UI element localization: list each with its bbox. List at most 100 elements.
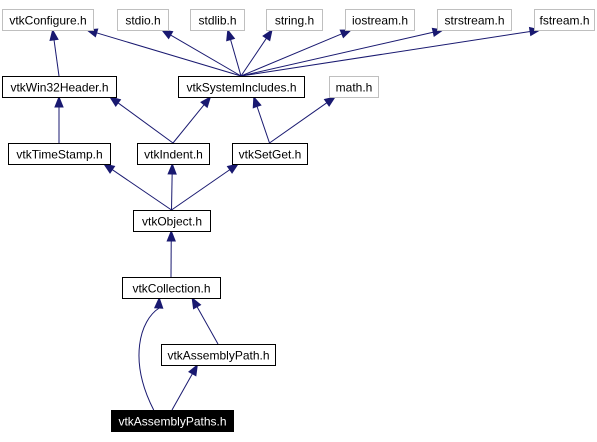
edge-vtkIndent-to-vtkWin32Header <box>108 96 174 144</box>
edge-line <box>172 103 206 144</box>
node-stdio: stdio.h <box>117 9 169 31</box>
edge-arrowhead <box>226 28 236 42</box>
edge-arrowhead <box>49 28 59 42</box>
edge-line <box>169 34 242 77</box>
edge-line <box>53 38 60 77</box>
edge-vtkSetGet-to-math <box>269 96 337 144</box>
edge-line <box>240 30 532 77</box>
edge-line <box>171 172 173 211</box>
edge-vtkSystemIncludes-to-string <box>240 28 273 77</box>
edge-arrowhead <box>102 163 116 174</box>
node-vtkWin32Header[interactable]: vtkWin32Header.h <box>2 76 117 98</box>
node-label: vtkSetGet.h <box>239 148 302 162</box>
edge-arrowhead <box>153 296 164 309</box>
edge-vtkObject-to-vtkSetGet <box>171 163 240 211</box>
node-label: stdio.h <box>125 14 160 28</box>
edge-vtkSetGet-to-vtkSystemIncludes <box>252 95 270 144</box>
node-label: math.h <box>336 81 373 95</box>
node-vtkSystemIncludes[interactable]: vtkSystemIncludes.h <box>178 76 305 98</box>
edge-line <box>196 305 219 345</box>
edge-arrowhead <box>323 96 337 107</box>
node-vtkAssemblyPaths[interactable]: vtkAssemblyPaths.h <box>111 410 234 432</box>
edge-line <box>229 38 242 77</box>
node-box <box>534 9 595 31</box>
edge-vtkAssemblyPaths-to-vtkAssemblyPath <box>171 363 198 411</box>
node-vtkAssemblyPath[interactable]: vtkAssemblyPath.h <box>161 344 276 366</box>
edge-line <box>171 372 194 411</box>
node-label: stdlib.h <box>198 14 236 28</box>
node-box <box>161 344 276 366</box>
node-vtkTimeStamp[interactable]: vtkTimeStamp.h <box>8 143 111 165</box>
node-vtkCollection[interactable]: vtkCollection.h <box>122 277 221 299</box>
node-box <box>8 143 111 165</box>
node-string: string.h <box>266 9 323 31</box>
node-label: iostream.h <box>352 14 408 28</box>
edge-arrowhead <box>160 29 174 40</box>
edge-arrowhead <box>339 29 353 39</box>
node-vtkConfigure: vtkConfigure.h <box>2 9 94 31</box>
edge-vtkWin32Header-to-vtkConfigure <box>49 28 60 77</box>
edge-vtkIndent-to-vtkSystemIncludes <box>172 95 212 144</box>
node-vtkObject[interactable]: vtkObject.h <box>133 210 211 232</box>
edge-arrowhead <box>188 363 198 377</box>
node-label: vtkTimeStamp.h <box>16 148 102 162</box>
edge-arrowhead <box>191 296 202 310</box>
node-box <box>137 143 210 165</box>
node-box <box>178 76 305 98</box>
edge-line <box>95 32 242 77</box>
node-box <box>117 9 169 31</box>
nodes-layer: vtkConfigure.h stdio.h stdlib.h string.h ios… <box>2 9 595 432</box>
node-box <box>345 9 415 31</box>
node-box <box>111 410 234 432</box>
edge-arrowhead <box>54 95 64 108</box>
edge-line <box>138 307 160 411</box>
edge-arrowhead <box>252 95 262 109</box>
node-box <box>437 9 512 31</box>
edge-arrowhead <box>262 28 273 42</box>
node-box <box>329 76 379 98</box>
node-label: fstream.h <box>539 14 589 28</box>
node-label: vtkObject.h <box>142 215 202 229</box>
node-label: vtkWin32Header.h <box>10 81 108 95</box>
node-vtkIndent[interactable]: vtkIndent.h <box>137 143 210 165</box>
node-math: math.h <box>329 76 379 98</box>
edge-vtkAssemblyPaths-to-vtkCollection <box>138 296 164 411</box>
node-box <box>190 9 245 31</box>
node-vtkSetGet[interactable]: vtkSetGet.h <box>232 143 308 165</box>
edge-line <box>116 101 174 144</box>
node-box <box>266 9 323 31</box>
edge-line <box>240 33 343 77</box>
node-label: vtkCollection.h <box>132 282 210 296</box>
edge-arrowhead <box>166 229 176 242</box>
node-label: vtkSystemIncludes.h <box>186 81 296 95</box>
edge-line <box>256 105 270 144</box>
edge-vtkSystemIncludes-to-vtkConfigure <box>85 28 242 77</box>
edge-vtkCollection-to-vtkObject <box>166 229 176 278</box>
edge-arrowhead <box>226 163 240 174</box>
node-box <box>133 210 211 232</box>
node-label: string.h <box>275 14 314 28</box>
edge-vtkObject-to-vtkTimeStamp <box>102 163 172 211</box>
edge-arrowhead <box>200 95 212 109</box>
edge-line <box>171 168 231 211</box>
node-label: vtkAssemblyPath.h <box>167 349 269 363</box>
edge-vtkSystemIncludes-to-stdlib <box>226 28 242 77</box>
node-label: vtkIndent.h <box>144 148 203 162</box>
edge-vtkObject-to-vtkIndent <box>167 162 177 211</box>
node-iostream: iostream.h <box>345 9 415 31</box>
node-label: vtkAssemblyPaths.h <box>118 415 226 429</box>
edge-vtkSystemIncludes-to-iostream <box>240 29 353 77</box>
edges-layer <box>49 26 542 411</box>
node-box <box>232 143 308 165</box>
node-box <box>122 277 221 299</box>
edge-line <box>240 31 435 77</box>
node-label: strstream.h <box>444 14 504 28</box>
edge-vtkAssemblyPath-to-vtkCollection <box>191 296 219 345</box>
edge-line <box>269 101 328 144</box>
edge-line <box>111 168 172 211</box>
node-fstream: fstream.h <box>534 9 595 31</box>
node-label: vtkConfigure.h <box>9 14 86 28</box>
node-stdlib: stdlib.h <box>190 9 245 31</box>
edge-vtkTimeStamp-to-vtkWin32Header <box>54 95 64 143</box>
